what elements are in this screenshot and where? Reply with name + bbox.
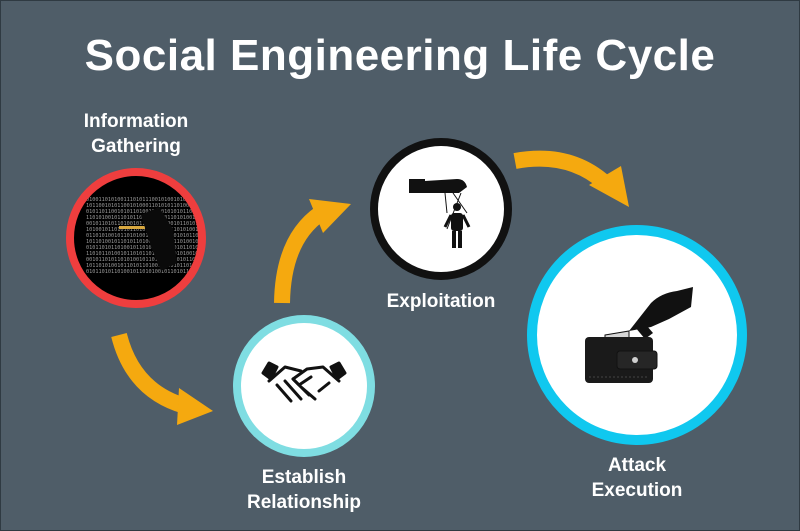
stage-label-line: Exploitation: [386, 291, 496, 312]
svg-text:010110101101001011010100101101: 01011010110100101101010010110101101001: [86, 245, 205, 251]
svg-text:010011010100111010111001010010: 01001101010011101011100101001010110101: [86, 197, 205, 203]
stage-label-establish-relationship: Establish Relationship: [204, 465, 404, 515]
stage-label-line: Information: [83, 111, 189, 132]
arrow-exploitation-to-execution: [513, 150, 629, 207]
stage-attack-execution-node: [527, 225, 747, 445]
svg-text:010110110010101101001011010101: 01011011001010110100101101010101101010: [86, 209, 205, 215]
svg-text:101101010010110101101001011010: 10110101001011010110100101101011010100: [86, 263, 205, 269]
stage-label-line: Execution: [591, 480, 683, 501]
stage-label-information-gathering: Information Gathering: [36, 109, 236, 159]
arrow-relationship-to-exploitation: [274, 199, 351, 304]
stage-establish-relationship-node: [233, 315, 375, 457]
stage-information-gathering-node: 01001101010011101011100101001010110101 1…: [66, 168, 206, 308]
svg-text:110101101001011010110100101101: 11010110100101101011010010110101001010: [86, 251, 205, 257]
page-title: Social Engineering Life Cycle: [84, 31, 716, 80]
binary-code-hand-icon: 01001101010011101011100101001010110101 1…: [86, 197, 205, 275]
svg-text:101001011010101101001011010110: 10100101101010110100101101011010100101: [86, 227, 205, 233]
svg-text:011010100101101010010110101101: 01101010010110101001011010110101011010: [86, 233, 205, 239]
handshake-icon: [261, 361, 347, 403]
svg-text:101101001011010110100101101011: 10110100101101011010010110101101001011: [86, 239, 205, 245]
stage-label-attack-execution: Attack Execution: [537, 453, 737, 503]
stage-label-line: Attack: [607, 455, 667, 476]
svg-text:010110101101001011010100101101: 01011010110100101101010010110101101001: [86, 269, 205, 275]
svg-text:001011010110101001011010110100: 00101101011010100101101011010010110101: [86, 257, 205, 263]
svg-text:101100101011001010001101010110: 10110010101100101000110101011010010110: [86, 203, 205, 209]
wallet-theft-icon: [585, 287, 693, 383]
arrow-gathering-to-relationship: [111, 332, 213, 425]
stage-exploitation-node: [370, 138, 512, 280]
stage-label-line: Establish: [261, 467, 347, 488]
stage-label-line: Relationship: [246, 492, 361, 513]
stage-label-line: Gathering: [91, 136, 181, 157]
stage-label-exploitation: Exploitation: [341, 289, 541, 314]
puppet-master-icon: [409, 179, 471, 248]
